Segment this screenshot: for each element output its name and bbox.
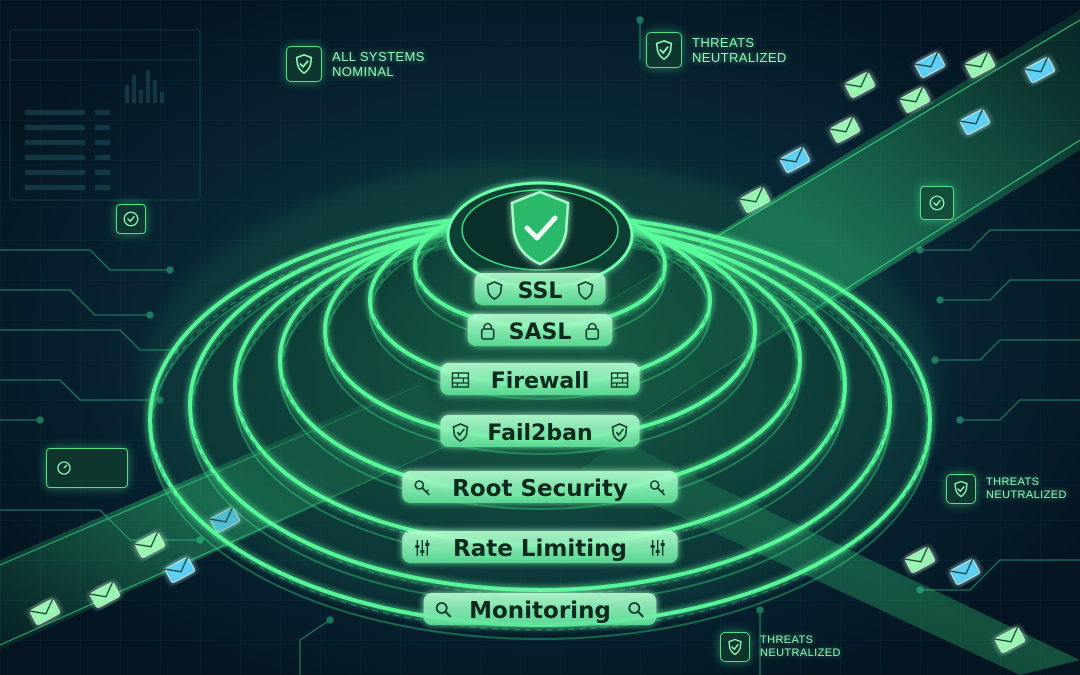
envelope-icon — [904, 546, 936, 573]
shield-icon — [486, 281, 503, 300]
sliders-icon — [650, 540, 665, 556]
envelope-icon — [949, 558, 981, 585]
circuit-node — [636, 16, 644, 24]
circuit-node — [936, 296, 944, 304]
layer-label-root-security: Root Security — [402, 471, 678, 503]
shield-icon — [577, 281, 594, 300]
magnifier-icon — [628, 602, 645, 618]
status-line2: NEUTRALIZED — [760, 647, 841, 659]
key-icon — [414, 480, 430, 496]
dashboard-widget-left — [46, 448, 128, 488]
status-line2: NOMINAL — [332, 64, 395, 79]
layer-label-text: Rate Limiting — [453, 536, 627, 562]
circuit-node — [956, 416, 964, 424]
status-line1: ALL SYSTEMS — [332, 49, 425, 64]
circuit-trace — [935, 339, 1080, 361]
layer-label-text: Fail2ban — [487, 421, 592, 446]
status-line2: NEUTRALIZED — [692, 50, 787, 65]
circuit-node — [756, 606, 764, 614]
envelope-icon — [164, 556, 196, 583]
circuit-trace — [299, 619, 331, 675]
envelope-icon — [899, 86, 931, 113]
envelope-icon — [29, 598, 61, 625]
envelope-icon — [829, 116, 861, 143]
status-line1: THREATS — [692, 35, 755, 50]
circuit-trace — [960, 399, 1080, 421]
envelope-icon — [89, 581, 121, 608]
layer-label-ssl: SSL — [474, 273, 606, 305]
layer-label-firewall: Firewall — [440, 363, 640, 395]
layer-label-monitoring: Monitoring — [423, 593, 657, 625]
dashboard-panel-topleft — [9, 29, 201, 201]
brick-wall-icon — [451, 372, 470, 388]
shield-check-icon — [646, 32, 682, 68]
layer-label-text: SASL — [509, 320, 572, 345]
circuit-node — [326, 616, 334, 624]
circuit-trace — [920, 559, 1080, 591]
lock-icon — [585, 322, 600, 340]
layer-label-text: Firewall — [491, 369, 590, 394]
status-line1: THREATS — [986, 476, 1040, 488]
circuit-trace — [0, 379, 160, 401]
check-badge-right — [920, 186, 954, 220]
circuit-node — [166, 266, 174, 274]
status-line1: THREATS — [760, 634, 814, 646]
status-card-all-systems-nominal: ALL SYSTEMS NOMINAL — [286, 46, 425, 82]
envelope-icon — [844, 71, 876, 98]
status-card-threats-neutralized-bottom: THREATS NEUTRALIZED — [720, 632, 841, 662]
status-card-threats-neutralized-right: THREATS NEUTRALIZED — [946, 474, 1067, 504]
envelope-icon — [964, 51, 996, 78]
layer-label-rate-limiting: Rate Limiting — [402, 531, 678, 563]
gauge-icon — [57, 461, 71, 475]
circuit-trace — [0, 249, 170, 271]
circuit-node — [146, 311, 154, 319]
layer-label-text: Root Security — [452, 476, 628, 502]
checkmark-icon — [123, 211, 139, 227]
status-line2: NEUTRALIZED — [986, 489, 1067, 501]
lock-icon — [480, 322, 495, 340]
brick-wall-icon — [610, 372, 629, 388]
security-rings — [148, 201, 932, 640]
envelope-icon — [994, 626, 1026, 653]
layer-label-sasl: SASL — [467, 314, 613, 346]
status-card-threats-neutralized-top: THREATS NEUTRALIZED — [646, 32, 787, 68]
center-core — [446, 181, 634, 289]
circuit-trace — [0, 289, 150, 316]
envelope-icon — [1024, 56, 1056, 83]
layer-label-text: SSL — [518, 279, 563, 304]
shield-check-icon — [452, 423, 469, 442]
shield-check-icon — [286, 46, 322, 82]
center-shield-icon — [510, 190, 570, 266]
check-badge-left — [116, 204, 146, 234]
envelope-icon — [914, 51, 946, 78]
circuit-trace — [940, 279, 1080, 301]
circuit-node — [36, 416, 44, 424]
key-icon — [649, 480, 666, 496]
layer-label-fail2ban: Fail2ban — [440, 415, 640, 447]
sliders-icon — [415, 540, 430, 556]
circuit-trace — [920, 229, 1080, 251]
shield-check-icon — [611, 423, 628, 442]
shield-check-icon — [720, 632, 750, 662]
magnifier-icon — [435, 602, 452, 618]
shield-check-icon — [946, 474, 976, 504]
envelope-icon — [134, 531, 166, 558]
checkmark-icon — [929, 195, 945, 211]
envelope-icon — [779, 146, 811, 173]
layer-label-text: Monitoring — [469, 598, 611, 624]
envelope-icon — [959, 108, 991, 135]
